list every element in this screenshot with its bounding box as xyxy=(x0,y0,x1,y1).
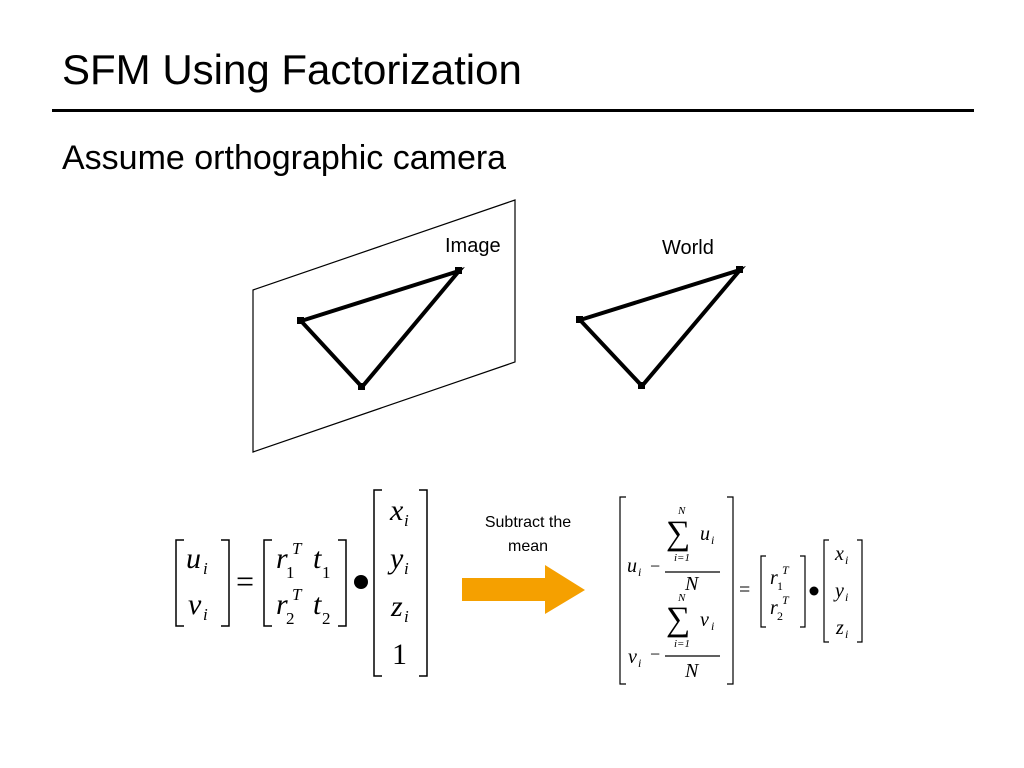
slide-subtitle: Assume orthographic camera xyxy=(62,139,507,177)
world-label: World xyxy=(662,237,714,259)
subscript-2: 2 xyxy=(777,609,783,623)
image-plane-group: Image xyxy=(252,199,516,453)
sum-lower-index: i=1 xyxy=(674,552,690,564)
subscript-2: 2 xyxy=(286,609,295,628)
subtract-mean-arrow: Subtract the mean xyxy=(462,514,585,614)
left-bracket xyxy=(263,539,272,627)
dot-operator xyxy=(809,586,819,596)
sum-symbol: ∑ xyxy=(666,601,690,638)
equals-sign: = xyxy=(739,579,750,601)
u-symbol: u xyxy=(186,542,201,575)
equals-sign: = xyxy=(236,563,254,599)
world-vertex xyxy=(736,266,743,273)
subscript-1: 1 xyxy=(286,563,295,582)
right-bracket xyxy=(338,539,347,627)
subscript-1: 1 xyxy=(322,563,331,582)
world-vertex xyxy=(638,382,645,389)
superscript-T: T xyxy=(782,593,790,607)
minus-sign: − xyxy=(650,644,660,664)
sum-lower-index: i=1 xyxy=(674,638,690,650)
right-bracket xyxy=(419,489,428,677)
subscript-i: i xyxy=(203,559,208,578)
minus-sign: − xyxy=(650,556,660,576)
subscript-2: 2 xyxy=(322,609,331,628)
v-symbol: v xyxy=(188,588,202,621)
y-symbol: y xyxy=(833,580,844,602)
world-triangle xyxy=(576,266,746,390)
superscript-T: T xyxy=(292,585,303,604)
subscript-i: i xyxy=(203,605,208,624)
left-bracket xyxy=(175,539,184,627)
subscript-i: i xyxy=(404,559,409,578)
r-symbol: r xyxy=(276,542,288,575)
arrow-shape xyxy=(462,565,585,614)
N-denominator: N xyxy=(684,660,700,682)
image-vertex xyxy=(297,317,304,324)
left-bracket xyxy=(760,555,766,628)
subscript-i: i xyxy=(638,656,641,670)
sum-symbol: ∑ xyxy=(666,515,690,552)
subscript-i: i xyxy=(845,590,848,604)
world-group: World xyxy=(576,237,746,390)
left-bracket xyxy=(373,489,382,677)
r-symbol: r xyxy=(770,567,778,589)
subscript-1: 1 xyxy=(777,579,783,593)
subscript-i: i xyxy=(404,511,409,530)
one-entry: 1 xyxy=(392,638,407,671)
right-bracket xyxy=(800,555,806,628)
v-symbol: v xyxy=(700,609,709,631)
subscript-i: i xyxy=(711,533,714,547)
image-triangle xyxy=(297,267,465,391)
centered-equation: u i − N ∑ u i i=1 N v i − N ∑ v i i=1 N … xyxy=(627,505,848,682)
N-denominator: N xyxy=(684,573,700,595)
right-bracket xyxy=(221,539,230,627)
right-bracket xyxy=(727,496,734,685)
left-bracket xyxy=(823,539,829,643)
y-symbol: y xyxy=(387,542,404,575)
r-symbol: r xyxy=(276,588,288,621)
x-symbol: x xyxy=(389,494,404,527)
title-underline xyxy=(52,109,974,112)
z-symbol: z xyxy=(390,590,403,623)
u-symbol: u xyxy=(700,523,710,545)
world-vertex xyxy=(576,316,583,323)
image-label: Image xyxy=(445,235,501,257)
image-vertex xyxy=(455,267,462,274)
superscript-T: T xyxy=(782,563,790,577)
subscript-i: i xyxy=(845,553,848,567)
superscript-T: T xyxy=(292,539,303,558)
slide-title: SFM Using Factorization xyxy=(62,46,522,93)
subscript-i: i xyxy=(404,607,409,626)
dot-operator xyxy=(354,575,368,589)
subscript-i: i xyxy=(638,565,641,579)
left-bracket xyxy=(619,496,626,685)
right-bracket xyxy=(857,539,863,643)
r-symbol: r xyxy=(770,597,778,619)
image-vertex xyxy=(358,383,365,390)
arrow-label-line1: Subtract the xyxy=(485,514,571,531)
u-symbol: u xyxy=(627,555,637,577)
z-symbol: z xyxy=(835,617,844,639)
subscript-i: i xyxy=(711,619,714,633)
arrow-label-line2: mean xyxy=(508,538,548,555)
sum-upper-N: N xyxy=(677,505,686,517)
x-symbol: x xyxy=(834,543,844,565)
v-symbol: v xyxy=(628,646,637,668)
image-plane xyxy=(252,199,516,453)
sum-upper-N: N xyxy=(677,592,686,604)
t-symbol: t xyxy=(313,542,322,575)
t-symbol: t xyxy=(313,588,322,621)
projection-equation xyxy=(175,489,428,677)
subscript-i: i xyxy=(845,627,848,641)
